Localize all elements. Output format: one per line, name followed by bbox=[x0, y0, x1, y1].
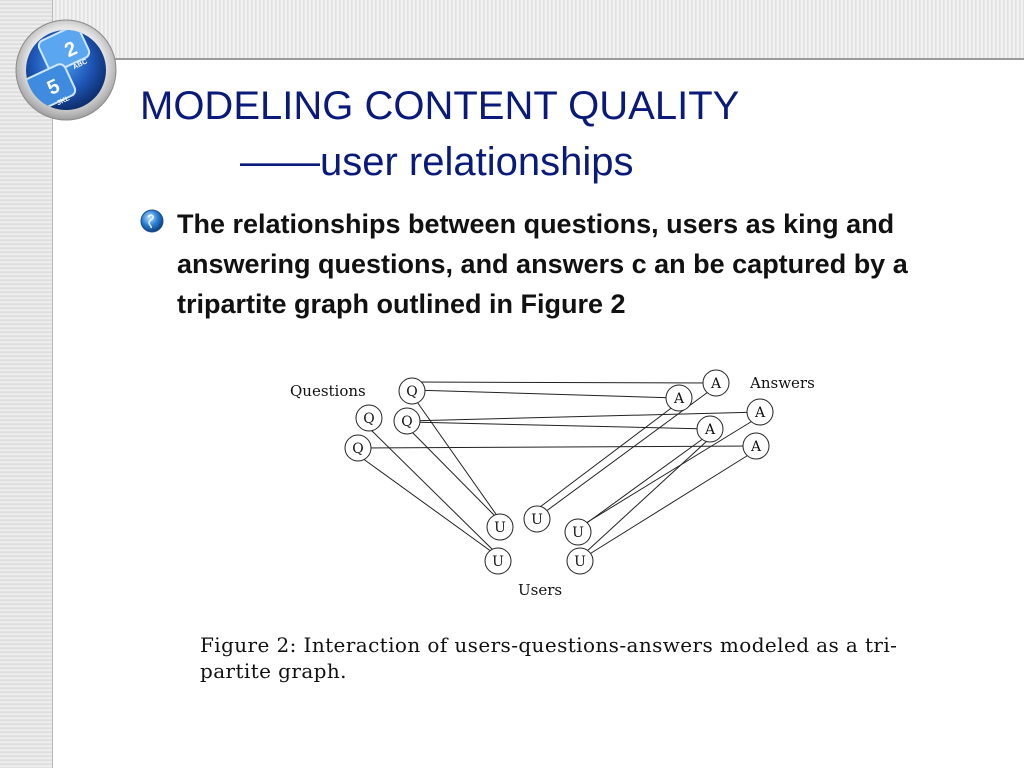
user-node: U bbox=[566, 547, 594, 575]
edge-u2-a2 bbox=[539, 405, 675, 508]
question-node: Q bbox=[398, 377, 426, 405]
left-sidebar-band bbox=[0, 0, 53, 768]
svg-text:Q: Q bbox=[363, 411, 374, 427]
edge-q4-u3 bbox=[361, 457, 493, 553]
answer-node: A bbox=[702, 369, 730, 397]
label-questions: Questions bbox=[290, 382, 366, 400]
svg-text:A: A bbox=[754, 405, 766, 421]
edge-u2-a1 bbox=[544, 391, 709, 513]
edge-u5-a4 bbox=[585, 439, 709, 553]
label-answers: Answers bbox=[749, 374, 815, 392]
svg-text:A: A bbox=[704, 422, 716, 438]
edge-q1-a2 bbox=[411, 389, 679, 399]
keypad-logo: 2 ABC 5 JKL bbox=[15, 19, 117, 121]
svg-text:U: U bbox=[492, 554, 504, 570]
question-node: Q bbox=[344, 434, 372, 462]
question-node: Q bbox=[393, 407, 421, 435]
edge-q3-a4 bbox=[407, 421, 710, 430]
edge-q5-u3 bbox=[369, 428, 496, 553]
user-node: U bbox=[564, 518, 592, 546]
edge-q1-u1 bbox=[414, 398, 499, 518]
svg-text:A: A bbox=[750, 439, 762, 455]
answer-node: A bbox=[665, 384, 693, 412]
slide-title: MODELING CONTENT QUALITY bbox=[140, 84, 740, 128]
slide-subtitle: ——user relationships bbox=[240, 140, 634, 184]
edge-q4-a5 bbox=[358, 445, 756, 449]
bullet-globe-icon bbox=[140, 209, 164, 233]
question-node: Q bbox=[355, 404, 383, 432]
header-divider bbox=[52, 58, 1024, 60]
user-node: U bbox=[486, 513, 514, 541]
svg-text:U: U bbox=[572, 525, 584, 541]
svg-text:Q: Q bbox=[352, 441, 363, 457]
tripartite-graph-figure: Q Q Q Q A A A A A U U U bbox=[290, 369, 815, 599]
svg-text:A: A bbox=[710, 376, 722, 392]
edge-q1-a1 bbox=[411, 381, 717, 384]
svg-text:Q: Q bbox=[406, 384, 417, 400]
header-band bbox=[0, 0, 1024, 58]
figure-caption: Figure 2: Interaction of users-questions… bbox=[200, 633, 898, 683]
edge-q2-a3 bbox=[406, 411, 762, 422]
edge-u4-a3 bbox=[585, 419, 755, 524]
answer-node: A bbox=[746, 398, 774, 426]
bullet-text: The relationships between questions, use… bbox=[177, 209, 908, 319]
svg-text:Q: Q bbox=[401, 414, 412, 430]
edge-q2-u1 bbox=[409, 429, 497, 518]
label-users: Users bbox=[518, 581, 562, 599]
user-node: U bbox=[484, 547, 512, 575]
edge-u5-a5 bbox=[587, 453, 751, 556]
svg-text:U: U bbox=[574, 554, 586, 570]
svg-text:A: A bbox=[673, 391, 685, 407]
svg-text:U: U bbox=[531, 512, 543, 528]
svg-text:U: U bbox=[494, 520, 506, 536]
answer-node: A bbox=[696, 415, 724, 443]
answer-node: A bbox=[742, 432, 770, 460]
user-node: U bbox=[523, 505, 551, 533]
edge-u4-a4 bbox=[583, 437, 705, 526]
